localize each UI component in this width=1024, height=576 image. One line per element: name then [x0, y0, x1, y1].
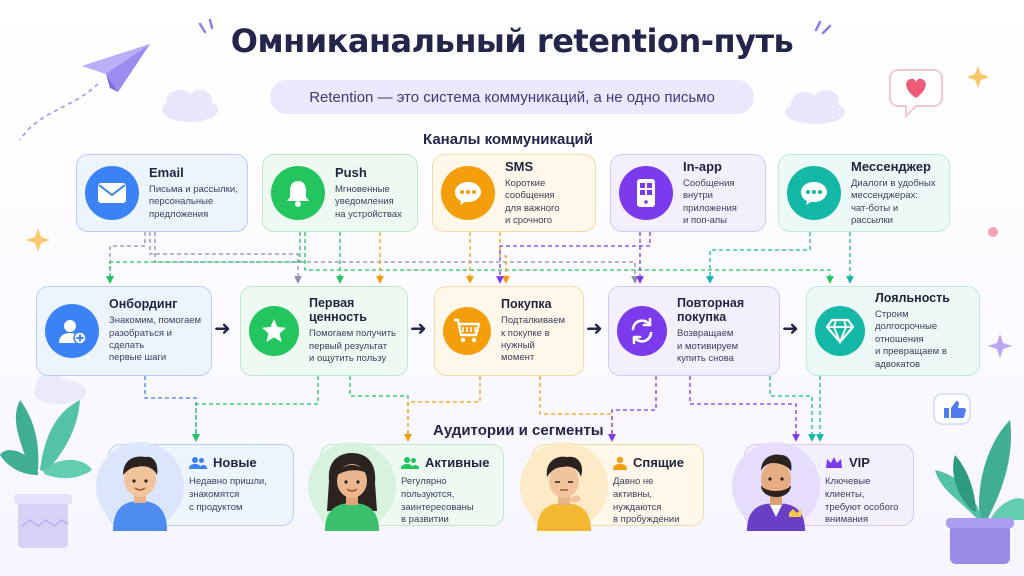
arrow-right-icon: ➜ — [410, 318, 427, 340]
star-icon — [26, 228, 50, 252]
audience-desc: Недавно пришли, знакомятся с продуктом — [189, 476, 267, 513]
arrow-right-icon: ➜ — [586, 318, 603, 340]
audience-desc: Давно не активны, нуждаются в пробуждени… — [613, 476, 680, 526]
stage-title: Лояльность — [875, 291, 950, 306]
stage-desc: Возвращаем и мотивируем купить снова — [677, 328, 739, 365]
stage-card-purchase: Покупка Подталкиваем к покупке в нужный … — [434, 286, 584, 376]
audience-card-sleeping: Спящие Давно не активны, нуждаются в про… — [520, 442, 704, 531]
stage-title: Повторная покупка — [677, 296, 745, 325]
subtitle-pill: Retention — это система коммуникаций, а … — [270, 80, 754, 114]
cloud-icon — [785, 90, 845, 124]
audiences-section-label: Аудитории и сегменты — [433, 422, 604, 439]
channel-desc: Диалоги в удобных мессенджерах: чат-боты… — [851, 177, 936, 226]
channel-card-sms: SMS Короткие сообщения для важного и сро… — [432, 154, 596, 232]
stage-title: Онбординг — [109, 297, 178, 312]
like-bubble-icon — [933, 393, 971, 425]
diamond-icon — [815, 306, 865, 356]
cart-icon — [443, 307, 491, 355]
message-icon — [787, 166, 841, 220]
audience-title: Спящие — [633, 455, 685, 470]
bell-icon — [271, 166, 325, 220]
user-icon — [613, 456, 627, 470]
audience-title: Активные — [425, 455, 490, 470]
audience-desc: Ключевые клиенты, требуют особого вниман… — [825, 476, 899, 526]
stage-card-first-value: Первая ценность Помогаем получить первый… — [240, 286, 408, 376]
channel-title: In-app — [683, 158, 722, 174]
heart-chat-icon — [889, 69, 943, 119]
stage-desc: Строим долгосрочные отношения и превраща… — [875, 309, 947, 370]
channel-desc: Письма и рассылки, персональные предложе… — [149, 183, 238, 220]
stage-title: Покупка — [501, 297, 552, 312]
channel-card-messenger: Мессенджер Диалоги в удобных мессенджера… — [778, 154, 950, 232]
channel-title: Email — [149, 164, 184, 180]
user-add-icon — [45, 304, 99, 358]
avatar — [519, 441, 609, 531]
users-icon — [401, 456, 419, 469]
arrow-right-icon: ➜ — [214, 318, 231, 340]
channel-desc: Короткие сообщения для важного и срочног… — [505, 177, 560, 226]
arrow-right-icon: ➜ — [782, 318, 799, 340]
channel-desc: Мгновенные уведомления на устройствах — [335, 183, 402, 220]
plant-icon — [935, 420, 1024, 564]
channel-card-in-app: In-app Сообщения внутри приложения и поп… — [610, 154, 766, 232]
refresh-icon — [617, 306, 667, 356]
audience-desc: Регулярно пользуются, заинтересованы в р… — [401, 476, 474, 526]
stage-card-loyalty: Лояльность Строим долгосрочные отношения… — [806, 286, 980, 376]
channel-title: Push — [335, 164, 367, 180]
stage-title: Первая ценность — [309, 296, 367, 325]
smartphone-icon — [619, 166, 673, 220]
channel-card-push: Push Мгновенные уведомления на устройств… — [262, 154, 418, 232]
users-icon — [189, 456, 207, 469]
audience-title: VIP — [849, 455, 870, 470]
page-title: Омниканальный retention-путь — [230, 22, 794, 60]
dot-decoration — [988, 227, 998, 237]
channels-section-label: Каналы коммуникаций — [423, 131, 593, 148]
channel-desc: Сообщения внутри приложения и поп-апы — [683, 177, 737, 226]
channel-card-email: Email Письма и рассылки, персональные пр… — [76, 154, 248, 232]
star-icon — [967, 66, 989, 88]
cloud-icon — [34, 373, 86, 404]
stage-desc: Помогаем получить первый результат и ощу… — [309, 328, 396, 365]
audience-card-new: Новые Недавно пришли, знакомятся с проду… — [96, 442, 294, 531]
stage-desc: Знакомим, помогаем разобраться и сделать… — [109, 315, 202, 364]
email-icon — [85, 166, 139, 220]
star-icon — [988, 334, 1012, 358]
avatar — [731, 441, 821, 531]
channel-title: Мессенджер — [851, 158, 931, 174]
star-badge-icon — [249, 306, 299, 356]
avatar — [95, 441, 185, 531]
audience-card-active: Активные Регулярно пользуются, заинтерес… — [308, 442, 504, 531]
audience-title: Новые — [213, 455, 257, 470]
cloud-icon — [162, 90, 218, 122]
plant-icon — [0, 400, 92, 548]
stage-desc: Подталкиваем к покупке в нужный момент — [501, 315, 566, 364]
audience-card-vip: VIP Ключевые клиенты, требуют особого вн… — [732, 442, 914, 531]
avatar — [307, 441, 397, 531]
stage-card-repeat-purchase: Повторная покупка Возвращаем и мотивируе… — [608, 286, 780, 376]
crown-icon — [826, 456, 842, 468]
stage-card-onboarding: Онбординг Знакомим, помогаем разобраться… — [36, 286, 212, 376]
chat-bubble-icon — [441, 166, 495, 220]
channel-title: SMS — [505, 158, 534, 174]
